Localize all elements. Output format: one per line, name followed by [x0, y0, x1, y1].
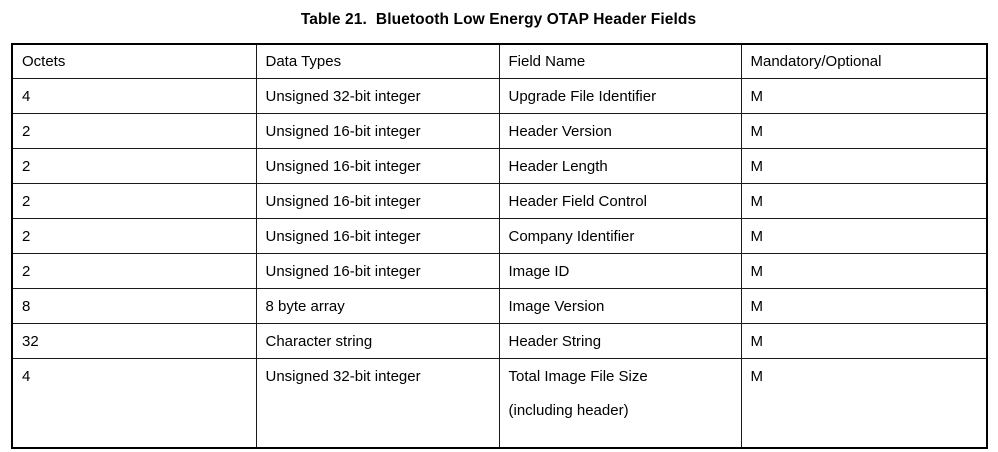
cell-mandatory: M: [740, 183, 988, 219]
column-header-data-types: Data Types: [255, 43, 500, 79]
cell-octets: 2: [11, 183, 257, 219]
table-row: 8 8 byte array Image Version M: [11, 288, 988, 324]
cell-field-name: Header Field Control: [498, 183, 742, 219]
table-number-label: Table 21.: [300, 11, 367, 28]
column-header-mandatory: Mandatory/Optional: [740, 43, 988, 79]
table-row: 32 Character string Header String M: [11, 323, 988, 359]
column-header-octets: Octets: [11, 43, 257, 79]
cell-field-name: Header Version: [498, 113, 742, 149]
cell-data-type: Unsigned 16-bit integer: [255, 113, 500, 149]
cell-octets: 2: [11, 148, 257, 184]
cell-mandatory: M: [740, 288, 988, 324]
cell-field-name: Header String: [498, 323, 742, 359]
cell-data-type: Unsigned 32-bit integer: [255, 78, 500, 114]
cell-field-name: Company Identifier: [498, 218, 742, 254]
cell-mandatory: M: [740, 253, 988, 289]
cell-octets: 32: [11, 323, 257, 359]
cell-octets: 8: [11, 288, 257, 324]
cell-field-name: Image Version: [498, 288, 742, 324]
cell-mandatory: M: [740, 323, 988, 359]
cell-data-type: 8 byte array: [255, 288, 500, 324]
table-caption: Table 21. Bluetooth Low Energy OTAP Heade…: [11, 11, 986, 29]
cell-data-type: Unsigned 16-bit integer: [255, 183, 500, 219]
field-name-line-2: (including header): [508, 402, 629, 419]
cell-octets: 2: [11, 253, 257, 289]
cell-data-type: Unsigned 32-bit integer: [255, 358, 500, 449]
table-row: 4 Unsigned 32-bit integer Total Image Fi…: [11, 358, 988, 449]
table-row: 4 Unsigned 32-bit integer Upgrade File I…: [11, 78, 988, 114]
cell-data-type: Unsigned 16-bit integer: [255, 218, 500, 254]
otap-header-fields-table: Octets Data Types Field Name Mandatory/O…: [11, 43, 988, 449]
cell-octets: 4: [11, 358, 257, 449]
cell-octets: 2: [11, 113, 257, 149]
table-row: 2 Unsigned 16-bit integer Header Field C…: [11, 183, 988, 219]
cell-data-type: Unsigned 16-bit integer: [255, 148, 500, 184]
cell-mandatory: M: [740, 113, 988, 149]
table-row: 2 Unsigned 16-bit integer Company Identi…: [11, 218, 988, 254]
cell-octets: 4: [11, 78, 257, 114]
cell-field-name: Upgrade File Identifier: [498, 78, 742, 114]
column-header-field-name: Field Name: [498, 43, 742, 79]
table-row: 2 Unsigned 16-bit integer Header Version…: [11, 113, 988, 149]
cell-mandatory: M: [740, 148, 988, 184]
table-row: 2 Unsigned 16-bit integer Header Length …: [11, 148, 988, 184]
cell-field-name: Header Length: [498, 148, 742, 184]
cell-field-name: Total Image File Size (including header): [498, 358, 742, 449]
cell-mandatory: M: [740, 358, 988, 449]
cell-data-type: Character string: [255, 323, 500, 359]
cell-field-name: Image ID: [498, 253, 742, 289]
cell-mandatory: M: [740, 218, 988, 254]
table-header-row: Octets Data Types Field Name Mandatory/O…: [11, 43, 988, 79]
field-name-line-1: Total Image File Size: [508, 368, 648, 385]
table-title-text: Bluetooth Low Energy OTAP Header Fields: [375, 11, 697, 28]
table-row: 2 Unsigned 16-bit integer Image ID M: [11, 253, 988, 289]
cell-octets: 2: [11, 218, 257, 254]
cell-data-type: Unsigned 16-bit integer: [255, 253, 500, 289]
cell-mandatory: M: [740, 78, 988, 114]
